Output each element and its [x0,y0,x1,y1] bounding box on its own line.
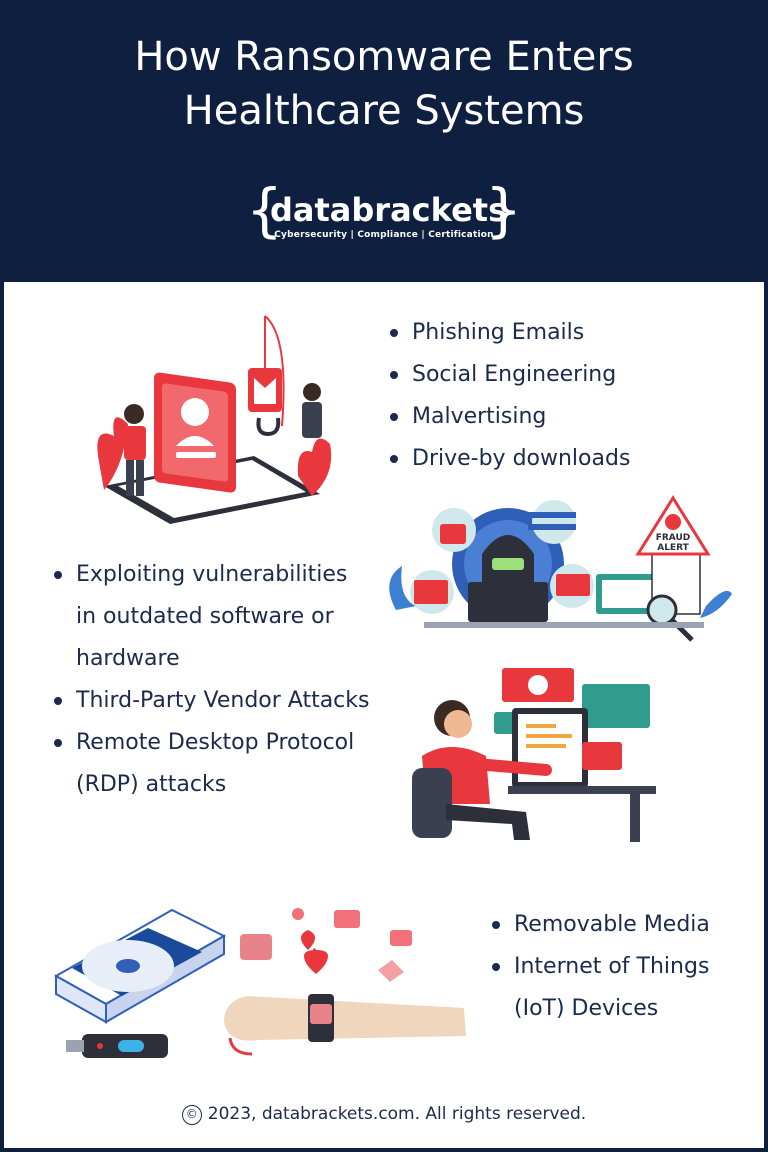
copyright-icon: © [181,1105,202,1125]
title-line-2: Healthcare Systems [183,88,585,134]
logo-wordmark: databrackets [270,191,508,229]
logo-brace-open: { [246,176,283,244]
list-item: Social Engineering [386,354,756,396]
removable-media-iot-illustration [53,908,466,1058]
list-item: Phishing Emails [386,312,756,354]
footer: ©2023, databrackets.com. All rights rese… [0,1104,768,1125]
footer-text: 2023, databrackets.com. All rights reser… [207,1104,587,1124]
entry-points-list-1: Phishing Emails Social Engineering Malve… [386,312,756,480]
fraud-alert-label-2: ALERT [657,543,689,553]
list-item: Malvertising [386,396,756,438]
bottom-border [0,1148,768,1152]
list-item: Third-Party Vendor Attacks [50,680,370,722]
header: How Ransomware Enters Healthcare Systems… [0,0,768,282]
list-item: Removable Media [488,904,758,946]
list-item: Exploiting vulnerabilities in outdated s… [50,554,370,680]
title-line-1: How Ransomware Enters [134,34,634,80]
list-item: Remote Desktop Protocol (RDP) attacks [50,722,370,806]
computer-attack-illustration [412,668,656,842]
list-item: Drive-by downloads [386,438,756,480]
list-item: Internet of Things (IoT) Devices [488,946,758,1030]
logo-brace-close: } [485,176,522,244]
entry-points-list-3: Removable Media Internet of Things (IoT)… [488,904,758,1030]
databrackets-logo: { databrackets Cybersecurity | Complianc… [246,180,522,250]
hacker-fraud-alert-illustration: FRAUD ALERT [389,495,732,642]
fraud-alert-label-1: FRAUD [656,533,691,543]
logo-tagline: Cybersecurity | Compliance | Certificati… [274,230,494,240]
page-title: How Ransomware Enters Healthcare Systems [0,30,768,138]
entry-points-list-2: Exploiting vulnerabilities in outdated s… [50,554,370,806]
phishing-illustration [97,315,332,524]
